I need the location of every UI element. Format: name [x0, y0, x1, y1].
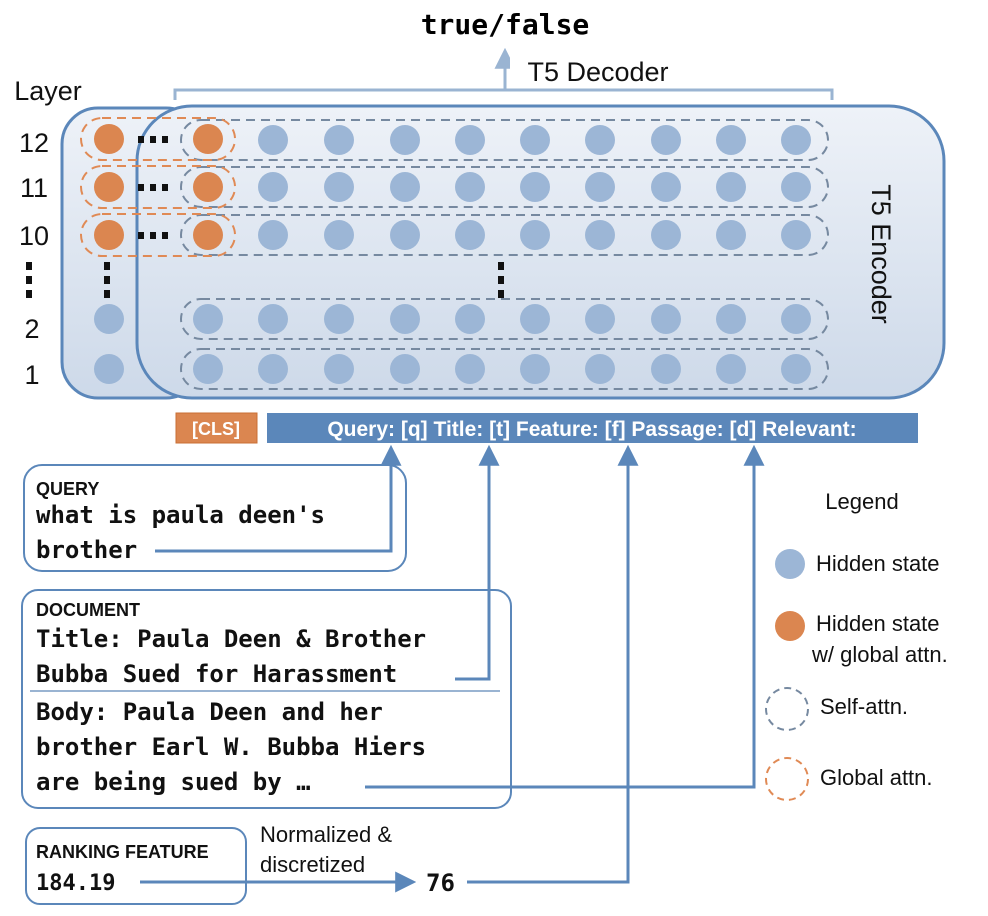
hidden-state-grid — [94, 125, 811, 384]
document-body-line-2: brother Earl W. Bubba Hiers — [36, 733, 426, 761]
layer-number-2: 2 — [24, 314, 39, 344]
discretized-value: 76 — [426, 869, 455, 897]
layer-title: Layer — [14, 76, 82, 106]
query-box — [23, 464, 407, 572]
document-header: DOCUMENT — [36, 600, 140, 620]
document-body-line-3: are being sued by … — [36, 768, 311, 796]
legend-self-attn-label: Self-attn. — [820, 694, 908, 719]
legend-self-attn-swatch — [765, 687, 809, 731]
hidden-state-row-10 — [258, 220, 811, 250]
decoder-bracket — [173, 88, 834, 100]
document-title-line-2: Bubba Sued for Harassment — [36, 660, 397, 688]
transform-note-line-1: Normalized & — [260, 822, 392, 847]
global-attn-groups — [80, 117, 236, 257]
hidden-state-row-11 — [258, 172, 811, 202]
self-attn-group-layer-11 — [180, 166, 829, 208]
legend-global-attn-label: Global attn. — [820, 765, 933, 790]
encoder-label: T5 Encoder — [866, 184, 896, 324]
feature-arrow — [467, 444, 639, 884]
cls-token-box — [175, 412, 258, 444]
legend-global-state-label-1: Hidden state — [816, 611, 940, 636]
self-attn-group-layer-12 — [180, 119, 829, 161]
query-line-2: brother — [36, 536, 137, 564]
hidden-state-row-12 — [258, 125, 811, 155]
self-attn-group-layer-2 — [180, 298, 829, 340]
legend-title: Legend — [825, 489, 898, 514]
legend-global-attn-swatch — [765, 757, 809, 801]
legend-global-state-swatch — [775, 611, 805, 641]
input-template: Query: [q] Title: [t] Feature: [f] Passa… — [327, 418, 856, 441]
legend-global-state-label-2: w/ global attn. — [811, 642, 948, 667]
cls-token: [CLS] — [192, 419, 240, 439]
input-arrows — [140, 444, 765, 893]
global-attn-group-layer-10 — [80, 213, 236, 257]
document-body-line-1: Body: Paula Deen and her — [36, 698, 383, 726]
layer-number-1: 1 — [24, 360, 39, 390]
layer-number-11: 11 — [20, 173, 48, 203]
query-header: QUERY — [36, 479, 99, 499]
layer-number-10: 10 — [19, 221, 49, 251]
hidden-state-row-1 — [94, 354, 811, 384]
query-line-1: what is paula deen's — [36, 501, 325, 529]
global-attn-group-layer-11 — [80, 165, 236, 209]
feature-box — [25, 827, 247, 905]
input-template-bar — [267, 413, 918, 443]
decoder-label: T5 Decoder — [527, 57, 668, 87]
self-attn-groups — [180, 119, 829, 390]
document-title-line-1: Title: Paula Deen & Brother — [36, 625, 426, 653]
feature-value: 184.19 — [36, 871, 115, 896]
passage-arrow — [365, 444, 765, 789]
title-arrow — [455, 444, 500, 681]
document-box — [21, 589, 512, 809]
global-hidden-states — [94, 124, 223, 250]
vertical-ellipsis-tokens — [498, 262, 504, 298]
query-arrow — [155, 444, 402, 553]
global-attn-group-layer-12 — [80, 117, 236, 161]
hidden-state-row-2 — [94, 304, 811, 334]
vertical-ellipsis-cls — [104, 262, 110, 298]
layer-number-12: 12 — [19, 128, 49, 158]
layer-ellipsis — [26, 262, 32, 298]
self-attn-group-layer-10 — [180, 214, 829, 256]
transform-note-line-2: discretized — [260, 852, 365, 877]
legend-hidden-state-label: Hidden state — [816, 551, 940, 576]
legend-hidden-state-swatch — [775, 549, 805, 579]
self-attn-group-layer-1 — [180, 348, 829, 390]
feature-header: RANKING FEATURE — [36, 842, 209, 862]
output-label: true/false — [421, 8, 590, 41]
cls-connection-dots — [138, 136, 168, 239]
